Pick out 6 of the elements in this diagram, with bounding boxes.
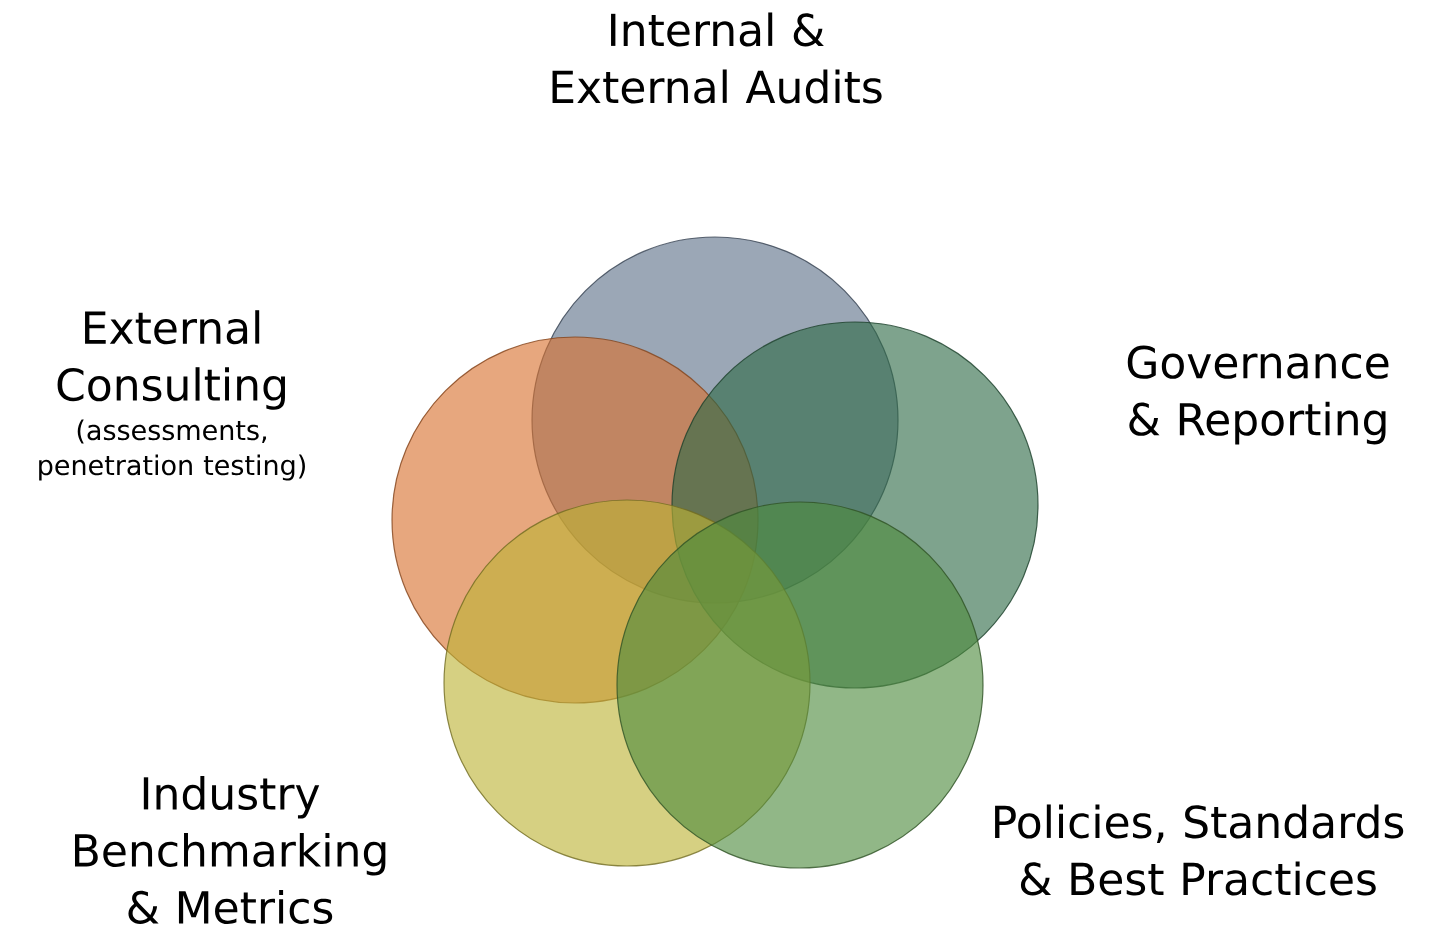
circle-label: Governance & Reporting — [1127, 345, 1389, 445]
circle-label: Internal & External Audits — [552, 12, 882, 104]
circle-label: Policies, Standards & Best Practices — [995, 804, 1404, 896]
circle-label: External Consulting — [57, 310, 285, 410]
circle-label: (assessments, penetration testing) — [39, 419, 305, 481]
circle-label: Industry Benchmarking & Metrics — [75, 775, 386, 924]
